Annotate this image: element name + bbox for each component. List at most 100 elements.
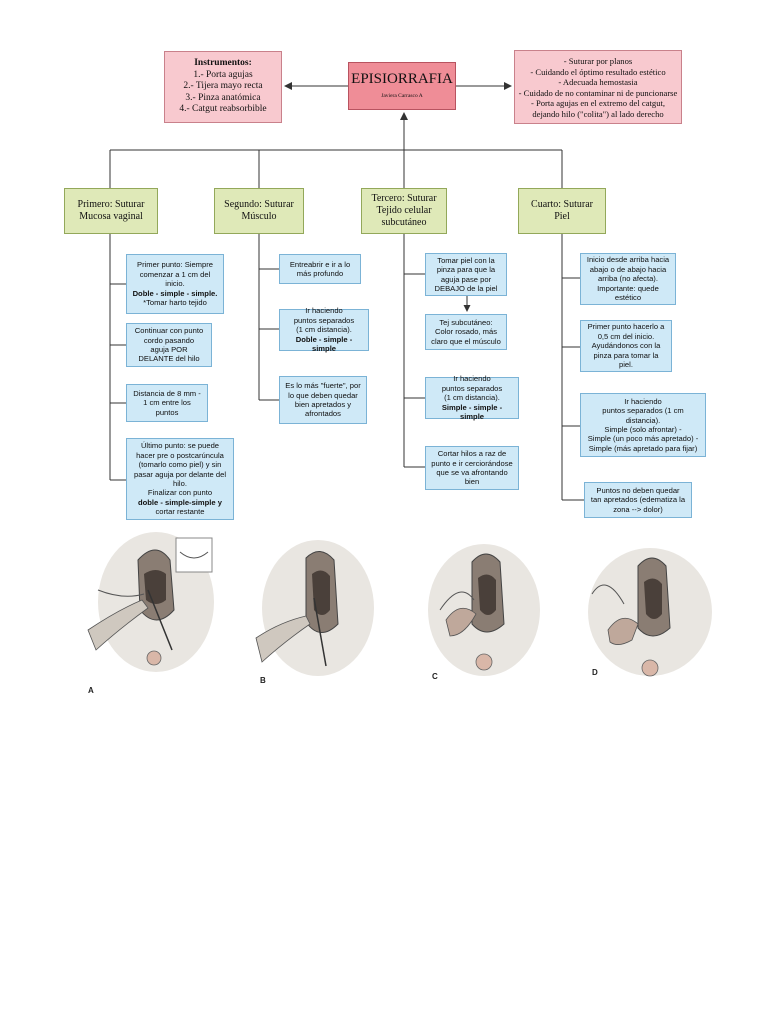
step-2-detail-1: Entreabrir e ir a lo más profundo — [279, 254, 361, 284]
instrument-item: 1.- Porta agujas — [193, 69, 253, 80]
detail-line: hilo. — [173, 479, 187, 488]
illustration-c — [428, 544, 540, 676]
step-1-detail-1: Primer punto: Siempre comenzar a 1 cm de… — [126, 254, 224, 314]
detail-line: Ayudándonos con la — [591, 341, 661, 351]
step-3-box: Tercero: Suturar Tejido celular subcután… — [361, 188, 447, 234]
detail-line: doble - simple-simple y — [138, 497, 222, 507]
step-3-detail-4: Cortar hilos a raz de punto e ir cercior… — [425, 446, 519, 490]
figure-label-a: A — [88, 686, 94, 695]
detail-line: afrontados — [305, 409, 341, 419]
detail-line: 0,5 cm del inicio. — [597, 331, 655, 341]
detail-line: Ir haciendo — [624, 396, 662, 406]
detail-line: Finalizar con punto — [147, 488, 213, 498]
step-2-detail-2: Ir haciendo puntos separados (1 cm dista… — [279, 306, 369, 354]
detail-line: tan apretados (edematiza la — [590, 495, 686, 505]
note-item: - Cuidando el óptimo resultado estético — [530, 66, 666, 77]
detail-line: lo que deben quedar — [288, 390, 358, 400]
detail-line: Entreabrir e ir a lo — [289, 259, 351, 269]
step-4-detail-4: Puntos no deben quedar tan apretados (ed… — [584, 482, 692, 518]
detail-line: puntos separados — [293, 315, 355, 325]
detail-line: (tomarlo como piel) y sin — [138, 460, 222, 470]
instrument-item: 4.- Catgut reabsorbible — [179, 104, 267, 114]
step-2-label: Segundo: Suturar Músculo — [224, 199, 294, 222]
detail-line: Doble - simple - simple — [295, 334, 353, 354]
detail-line: Cortar hilos a raz de — [437, 449, 507, 459]
instrument-item: 3.- Pinza anatómica — [185, 92, 261, 103]
detail-line: cortar restante — [155, 507, 205, 517]
detail-line: estético — [614, 293, 642, 303]
note-item: - Cuidado de no contaminar ni de puncion… — [518, 87, 678, 98]
instruments-box: Instrumentos: 1.- Porta agujas 2.- Tijer… — [164, 51, 282, 123]
detail-line: Continuar con punto — [134, 326, 204, 336]
detail-line: Color rosado, más — [434, 327, 498, 337]
step-1-detail-2: Continuar con punto cordo pasando aguja … — [126, 323, 212, 367]
instrument-item: 2.- Tijera mayo recta — [183, 81, 263, 91]
detail-line: aguja POR — [150, 345, 188, 354]
instruments-heading: Instrumentos: — [194, 58, 252, 68]
detail-line: Importante: quede — [597, 283, 659, 293]
detail-line: inicio. — [165, 279, 185, 289]
notes-box: - Suturar por planos - Cuidando el óptim… — [514, 50, 682, 124]
detail-line: bien apretados y — [294, 400, 352, 409]
detail-line: pasar aguja por delante del — [133, 469, 227, 479]
detail-line: Tomar piel con la — [437, 255, 495, 265]
detail-line: DEBAJO de la piel — [434, 283, 498, 293]
detail-line: aguja pase por — [440, 274, 492, 284]
illustration-b — [255, 540, 374, 676]
detail-line: Simple (un poco más apretado) - — [587, 434, 699, 444]
note-item: - Porta agujas en el extremo del catgut, — [530, 98, 666, 109]
detail-line: Simple (más apretado para fijar) — [588, 443, 698, 453]
figure-label-b: B — [260, 676, 266, 685]
note-item: - Suturar por planos — [563, 56, 633, 66]
detail-line: (1 cm distancia). — [444, 393, 500, 403]
detail-line: Simple (solo afrontar) - — [604, 425, 682, 434]
step-1-detail-3: Distancia de 8 mm - 1 cm entre los punto… — [126, 384, 208, 422]
figure-label-d: D — [592, 668, 598, 677]
detail-line: Puntos no deben quedar — [596, 485, 680, 495]
detail-connectors — [109, 234, 584, 501]
detail-line: abajo o de abajo hacia — [589, 264, 667, 274]
detail-line: más profundo — [296, 269, 344, 278]
detail-line: punto e ir cerciorándose — [431, 458, 513, 468]
detail-line: comenzar a 1 cm del — [139, 269, 211, 279]
detail-line: 1 cm entre los — [143, 398, 191, 408]
detail-line: pinza para que la — [436, 265, 496, 275]
detail-line: distancia). — [625, 415, 661, 425]
detail-line: puntos — [155, 407, 179, 417]
detail-line: puntos separados — [441, 383, 503, 393]
detail-line: Primer punto hacerlo a — [587, 322, 665, 332]
note-item: dejando hilo ("colita") al lado derecho — [532, 108, 664, 119]
detail-line: arriba (no afecta). — [598, 274, 658, 284]
illustration-a — [87, 532, 214, 672]
top-connectors — [109, 82, 563, 188]
detail-line: Simple - simple - simple — [441, 402, 503, 422]
figure-label-c: C — [432, 672, 438, 681]
detail-line: Doble - simple - simple. — [132, 288, 218, 298]
detail-line: Inicio desde arriba hacia — [586, 255, 670, 265]
note-item: - Adecuada hemostasia — [558, 77, 638, 88]
step-4-detail-1: Inicio desde arriba hacia abajo o de aba… — [580, 253, 676, 305]
detail-line: Ir haciendo — [305, 306, 343, 316]
step-4-detail-2: Primer punto hacerlo a 0,5 cm del inicio… — [580, 320, 672, 372]
detail-line: Es lo más "fuerte", por — [285, 381, 361, 391]
detail-line: claro que el músculo — [431, 336, 501, 346]
detail-line: puntos separados (1 cm — [602, 406, 684, 416]
detail-line: Primer punto: Siempre — [137, 260, 213, 270]
author-name: Javiera Carrasco A — [381, 93, 423, 99]
illustration-d — [588, 548, 712, 677]
detail-line: cordo pasando — [143, 335, 195, 345]
step-2-box: Segundo: Suturar Músculo — [214, 188, 304, 234]
detail-line: *Tomar harto tejido — [143, 298, 207, 308]
page-title: EPISIORRAFIA — [351, 71, 453, 87]
step-3-detail-1: Tomar piel con la pinza para que la aguj… — [425, 253, 507, 296]
detail-line: Tej subcutáneo: — [439, 317, 493, 327]
detail-line: piel. — [619, 360, 633, 370]
step-1-box: Primero: Suturar Mucosa vaginal — [64, 188, 158, 234]
step-4-label: Cuarto: Suturar Piel — [531, 199, 593, 222]
step-1-label: Primero: Suturar Mucosa vaginal — [77, 199, 145, 222]
detail-line: que se va afrontando — [436, 468, 508, 477]
detail-line: DELANTE del hilo — [138, 354, 200, 364]
step-4-box: Cuarto: Suturar Piel — [518, 188, 606, 234]
step-2-detail-3: Es lo más "fuerte", por lo que deben que… — [279, 376, 367, 424]
detail-line: bien — [464, 477, 480, 487]
